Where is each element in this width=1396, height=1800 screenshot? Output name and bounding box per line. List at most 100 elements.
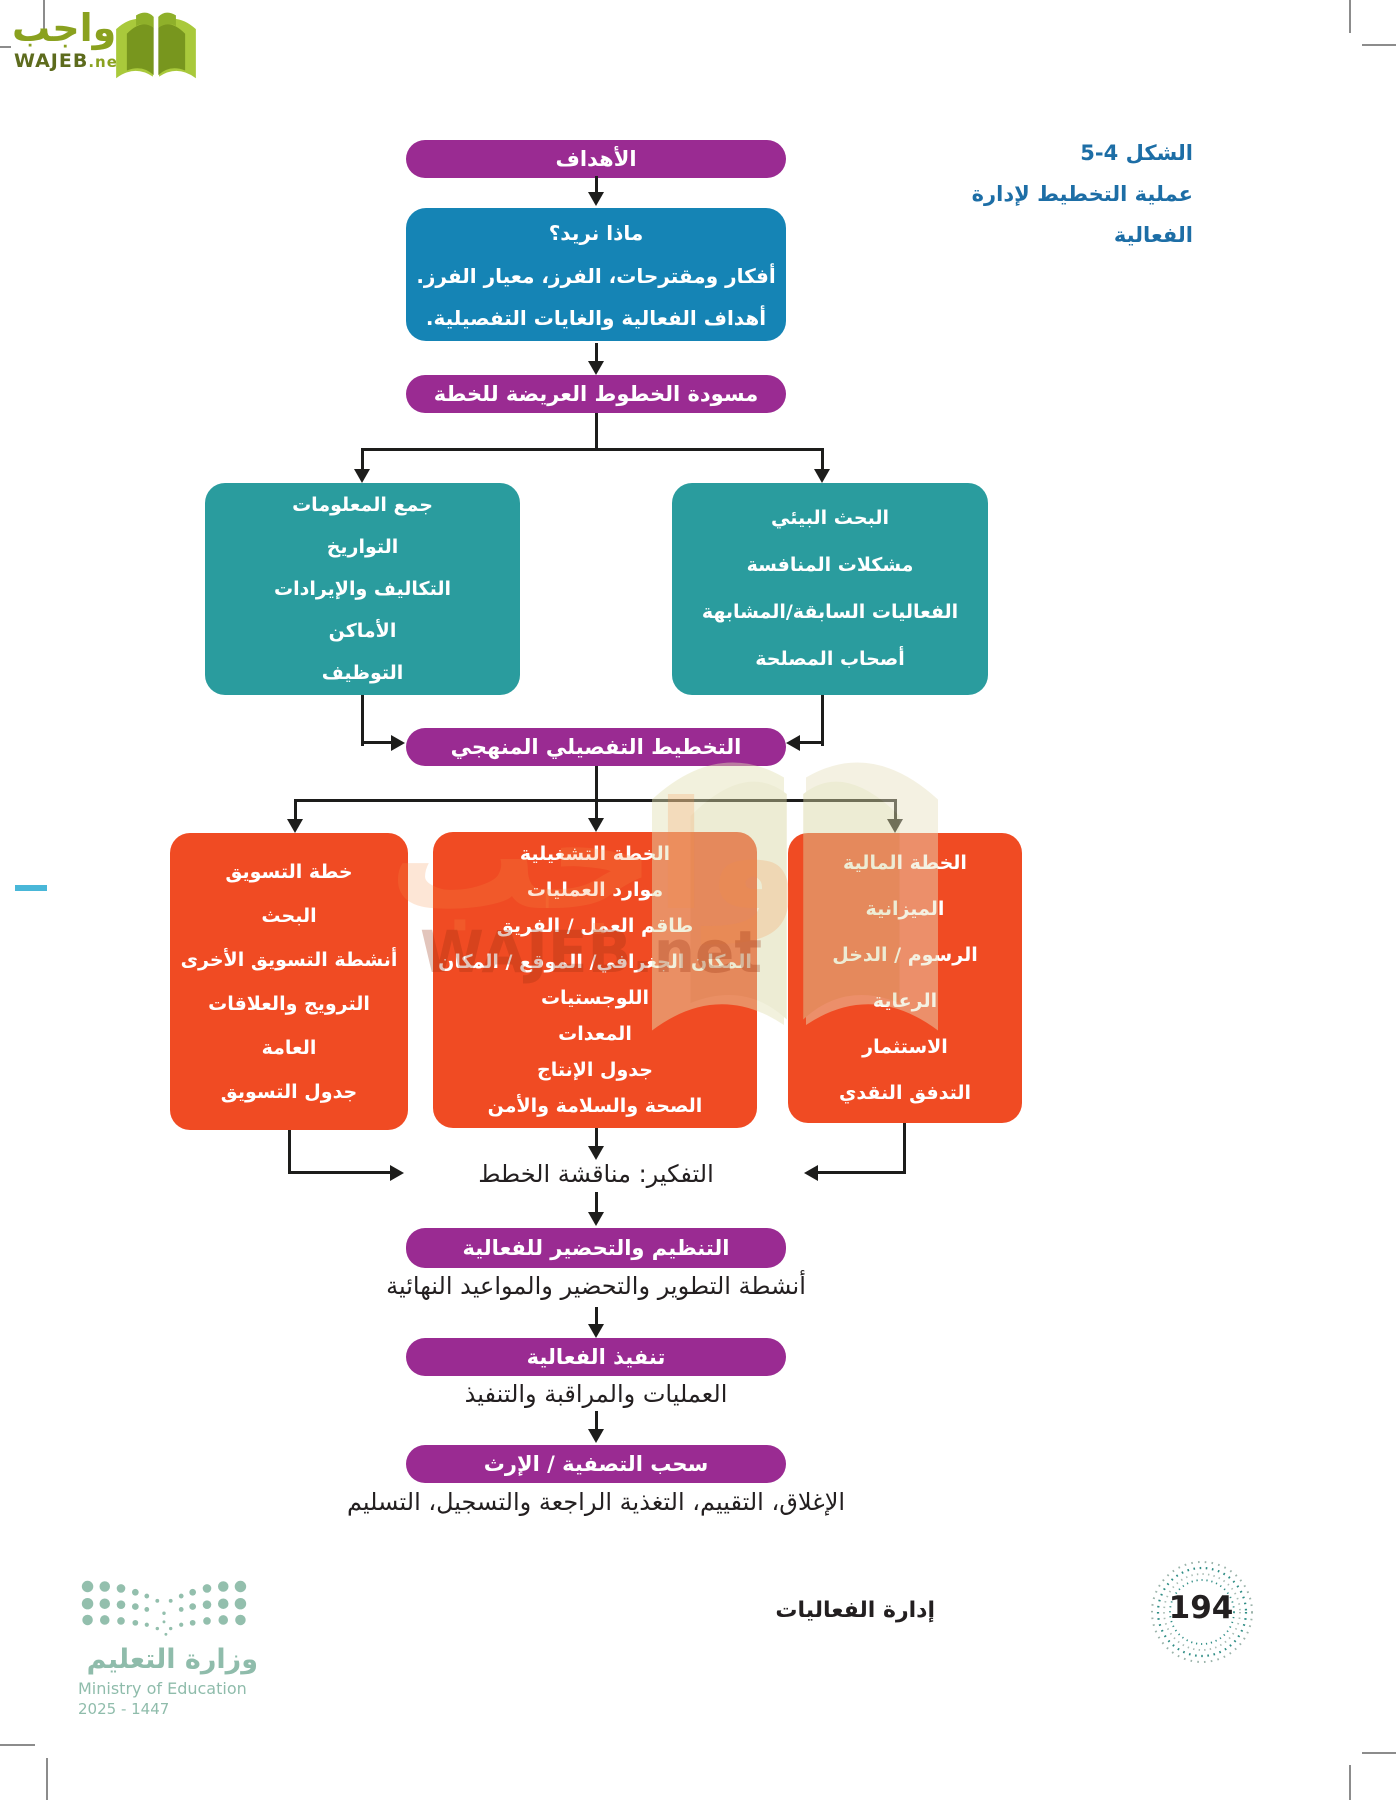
organize-note: أنشطة التطوير والتحضير والمواعيد النهائي… <box>386 1272 806 1300</box>
ministry-name-arabic: وزارة التعليم <box>86 1644 258 1675</box>
crop-mark <box>1362 44 1396 46</box>
box-line: أصحاب المصلحة <box>755 648 905 670</box>
crop-mark <box>1349 0 1351 33</box>
box-line: أهداف الفعالية والغايات التفصيلية. <box>425 305 767 330</box>
connector-line <box>361 741 392 744</box>
arrow-down-icon <box>887 819 903 833</box>
box-line: جدول الإنتاج <box>537 1059 653 1081</box>
connector-line <box>361 695 364 746</box>
connector-line <box>595 766 598 802</box>
box-line: اللوجستيات <box>540 987 650 1009</box>
connector-line <box>595 1128 598 1146</box>
connector-line <box>294 799 297 819</box>
box-line: التدفق النقدي <box>838 1082 972 1104</box>
page-number: 194 <box>1168 1590 1234 1626</box>
box-line: جدول التسويق <box>220 1080 358 1103</box>
wajeb-logo-english: WAJEB.net <box>14 50 127 72</box>
crop-mark <box>0 1744 35 1746</box>
arrow-down-icon <box>588 1429 604 1443</box>
box-line: الخطة المالية <box>843 852 967 874</box>
figure-caption-line2: الفعالية <box>1113 223 1193 247</box>
flow-node-marketing-plan: خطة التسويق البحث أنشطة التسويق الأخرى ا… <box>170 833 408 1130</box>
arrow-down-icon <box>588 1212 604 1226</box>
flow-node-financial-plan: الخطة المالية الميزانية الرسوم / الدخل ا… <box>788 833 1022 1123</box>
arrow-right-icon <box>390 1165 404 1181</box>
box-line: الاستثمار <box>862 1036 948 1058</box>
connector-line <box>595 799 598 818</box>
box-line: الصحة والسلامة والأمن <box>487 1095 703 1117</box>
box-line: العامة <box>261 1036 317 1059</box>
figure-label: الشكل 4-5 <box>1080 141 1193 165</box>
arrow-down-icon <box>588 361 604 375</box>
box-line: مشكلات المنافسة <box>746 554 914 576</box>
arrow-left-icon <box>804 1165 818 1181</box>
wrapup-note: الإغلاق، التقييم، التغذية الراجعة والتسج… <box>346 1488 846 1516</box>
box-line: الرسوم / الدخل <box>832 944 978 966</box>
connector-line <box>595 1411 598 1429</box>
figure-caption-line1: عملية التخطيط لإدارة <box>971 182 1193 206</box>
box-line: خطة التسويق <box>225 860 353 883</box>
crop-mark <box>1362 1752 1396 1754</box>
connector-line <box>903 1123 906 1174</box>
box-line: المكان الجغرافي/ الموقع / المكان <box>438 951 752 973</box>
box-line: المعدات <box>558 1023 632 1045</box>
box-line: التوظيف <box>321 662 404 684</box>
box-line: التكاليف والإيرادات <box>273 578 451 600</box>
crop-mark <box>46 1758 48 1800</box>
box-line: البحث <box>261 904 317 927</box>
box-line: طاقم العمل / الفريق <box>496 915 694 937</box>
wajeb-logo: واجب WAJEB.net <box>10 8 310 88</box>
flow-node-operational-plan: الخطة التشغيلية موارد العمليات طاقم العم… <box>433 832 757 1128</box>
arrow-right-icon <box>391 735 405 751</box>
box-line: الميزانية <box>788 886 1022 932</box>
box-line: الرعاية <box>788 978 1022 1024</box>
connector-line <box>288 1130 291 1174</box>
flow-node-info-gathering: جمع المعلومات التواريخ التكاليف والإيراد… <box>205 483 520 695</box>
crop-mark <box>1349 1765 1351 1800</box>
connector-line <box>361 448 823 451</box>
flow-node-execute: تنفيذ الفعالية <box>406 1338 786 1376</box>
connector-line <box>800 741 824 744</box>
box-line: موارد العمليات <box>526 879 664 901</box>
connector-line <box>288 1171 390 1174</box>
footer-section-title: إدارة الفعاليات <box>775 1598 935 1623</box>
flow-node-what-we-want: ماذا نريد؟ أفكار ومقترحات، الفرز، معيار … <box>406 208 786 341</box>
ministry-logo: وزارة التعليم Ministry of Education 2025… <box>78 1576 258 1718</box>
connector-line <box>595 1307 598 1324</box>
book-watermark-icon <box>652 762 938 1031</box>
ministry-name-english: Ministry of Education <box>78 1679 247 1698</box>
arrow-down-icon <box>588 1146 604 1160</box>
box-line: الأماكن <box>328 620 397 642</box>
arrow-down-icon <box>588 818 604 832</box>
connector-line <box>821 695 824 746</box>
arrow-down-icon <box>588 1324 604 1338</box>
flow-node-organize: التنظيم والتحضير للفعالية <box>406 1228 786 1268</box>
box-line: أفكار ومقترحات، الفرز، معيار الفرز. <box>416 263 776 288</box>
arrow-down-icon <box>814 469 830 483</box>
margin-marker-dash <box>15 885 47 891</box>
flow-node-draft-outline: مسودة الخطوط العريضة للخطة <box>406 375 786 413</box>
figure-caption: الشكل 4-5 عملية التخطيط لإدارة الفعالية <box>933 133 1193 256</box>
box-line: أنشطة التسويق الأخرى <box>180 948 398 971</box>
connector-line <box>894 799 897 819</box>
box-line: ماذا نريد؟ <box>548 220 644 245</box>
ministry-years: 2025 - 1447 <box>78 1700 170 1718</box>
flow-node-environmental-research: البحث البيئي مشكلات المنافسة الفعاليات ا… <box>672 483 988 695</box>
connector-line <box>818 1171 906 1174</box>
arrow-down-icon <box>354 469 370 483</box>
arrow-down-icon <box>287 819 303 833</box>
arrow-left-icon <box>786 735 800 751</box>
box-line: الترويج والعلاقات <box>208 992 370 1015</box>
box-line: التواريخ <box>326 536 399 558</box>
crop-mark <box>0 46 11 48</box>
thinking-note: التفكير: مناقشة الخطط <box>478 1160 714 1188</box>
box-line: الخطة التشغيلية <box>519 843 671 865</box>
wajeb-logo-arabic: واجب <box>12 6 117 50</box>
connector-line <box>595 343 598 361</box>
flow-node-detailed-planning: التخطيط التفصيلي المنهجي <box>406 728 786 766</box>
connector-line <box>595 1192 598 1212</box>
box-line: البحث البيئي <box>771 507 889 529</box>
page-number-badge <box>1151 1561 1253 1663</box>
flow-node-wrapup: سحب التصفية / الإرث <box>406 1445 786 1483</box>
